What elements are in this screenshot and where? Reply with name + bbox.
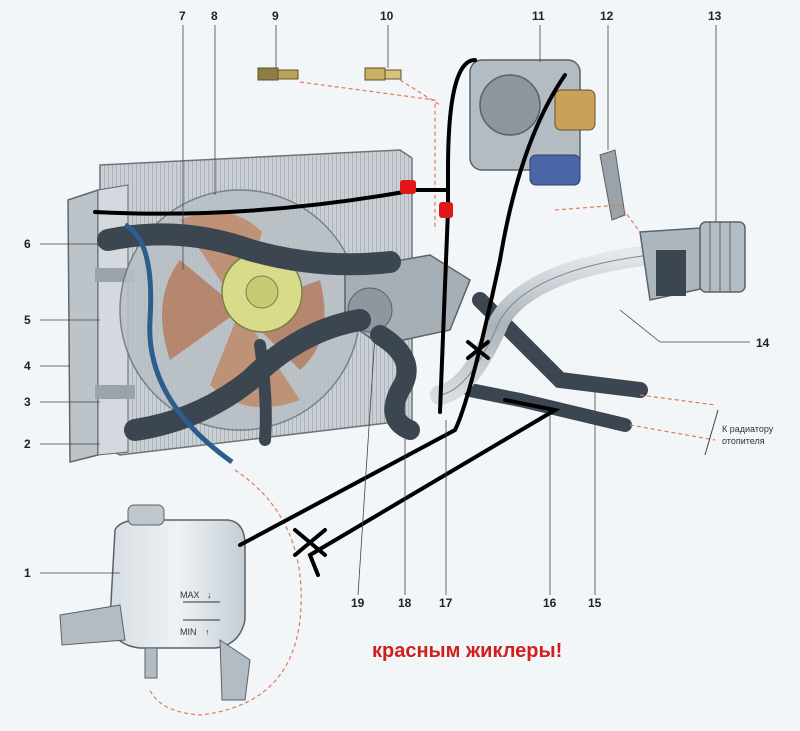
callout-7: 7 — [179, 9, 186, 23]
callout-9: 9 — [272, 9, 279, 23]
heater-label-line2: отопителя — [722, 436, 765, 446]
callout-15: 15 — [588, 596, 602, 610]
callout-13: 13 — [708, 9, 722, 23]
thermostat-housing — [344, 254, 471, 346]
temperature-sensor-9 — [257, 67, 299, 81]
callout-11: 11 — [532, 9, 545, 23]
callout-8: 8 — [211, 9, 218, 23]
callout-2: 2 — [24, 437, 31, 451]
callout-12: 12 — [600, 9, 614, 23]
heater-label-line1: К радиатору — [722, 424, 774, 434]
callout-6: 6 — [24, 237, 31, 251]
callout-14: 14 — [756, 336, 770, 350]
throttle-body — [469, 59, 596, 186]
jet-marker-2 — [439, 202, 453, 218]
callout-17: 17 — [439, 596, 453, 610]
expansion-tank — [59, 504, 251, 701]
tank-hose — [123, 222, 234, 465]
callout-3: 3 — [24, 395, 31, 409]
annotation-note: красным жиклеры! — [372, 640, 563, 662]
bracket — [599, 149, 626, 221]
callout-16: 16 — [543, 596, 557, 610]
callout-5: 5 — [24, 313, 31, 327]
callout-4: 4 — [24, 359, 31, 373]
jet-marker-1 — [400, 180, 416, 194]
marker-overlay — [93, 58, 567, 577]
tank-max-label: MAX — [180, 590, 200, 600]
callout-1: 1 — [24, 566, 31, 580]
hoses — [97, 223, 648, 446]
temperature-sensor-10 — [364, 67, 402, 81]
tank-min-label: MIN — [180, 627, 197, 637]
callout-leaders — [40, 25, 750, 596]
jet-markers — [400, 180, 453, 218]
water-pump — [639, 221, 746, 301]
callout-18: 18 — [398, 596, 412, 610]
callout-10: 10 — [380, 9, 394, 23]
min-arrow-icon: ↑ — [205, 627, 210, 637]
callout-19: 19 — [351, 596, 365, 610]
max-arrow-icon: ↓ — [207, 590, 212, 600]
